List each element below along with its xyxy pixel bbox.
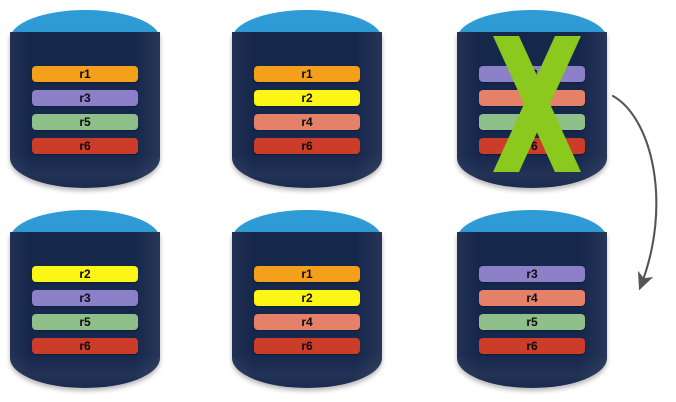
node-1[interactable]: Node 1 r1 r3 r5 r6 bbox=[10, 10, 160, 188]
record-bar[interactable]: r4 bbox=[479, 290, 585, 306]
node-1-body bbox=[10, 32, 160, 188]
record-bar[interactable]: r1 bbox=[254, 66, 360, 82]
record-bar[interactable]: r5 bbox=[479, 114, 585, 130]
node-4[interactable]: Node 4 r2 r3 r5 r6 bbox=[10, 210, 160, 388]
node-2-records: r1 r2 r4 r6 bbox=[254, 66, 360, 162]
record-bar[interactable]: r6 bbox=[254, 138, 360, 154]
node-5[interactable]: Node 5 r1 r2 r4 r6 bbox=[232, 210, 382, 388]
record-bar[interactable]: r3 bbox=[32, 290, 138, 306]
node-5-records: r1 r2 r4 r6 bbox=[254, 266, 360, 362]
record-bar[interactable]: r5 bbox=[479, 314, 585, 330]
record-bar[interactable]: r6 bbox=[479, 138, 585, 154]
node-3[interactable]: Node 3 r3 r4 r5 r6 bbox=[457, 10, 607, 188]
record-bar[interactable]: r3 bbox=[479, 66, 585, 82]
node-2[interactable]: Node 2 r1 r2 r4 r6 bbox=[232, 10, 382, 188]
node-1-records: r1 r3 r5 r6 bbox=[32, 66, 138, 162]
arrow-path bbox=[611, 94, 658, 291]
record-bar[interactable]: r2 bbox=[32, 266, 138, 282]
record-bar[interactable]: r4 bbox=[254, 114, 360, 130]
node-6-body bbox=[457, 232, 607, 388]
record-bar[interactable]: r2 bbox=[254, 90, 360, 106]
record-bar[interactable]: r1 bbox=[254, 266, 360, 282]
node-4-records: r2 r3 r5 r6 bbox=[32, 266, 138, 362]
record-bar[interactable]: r4 bbox=[479, 90, 585, 106]
record-bar[interactable]: r6 bbox=[32, 338, 138, 354]
node-3-records: r3 r4 r5 r6 bbox=[479, 66, 585, 162]
record-bar[interactable]: r1 bbox=[32, 66, 138, 82]
node-4-body bbox=[10, 232, 160, 388]
node-6[interactable]: Node 6 r3 r4 r5 r6 bbox=[457, 210, 607, 388]
record-bar[interactable]: r2 bbox=[254, 290, 360, 306]
node-6-records: r3 r4 r5 r6 bbox=[479, 266, 585, 362]
record-bar[interactable]: r3 bbox=[479, 266, 585, 282]
record-bar[interactable]: r5 bbox=[32, 114, 138, 130]
record-bar[interactable]: r3 bbox=[32, 90, 138, 106]
record-bar[interactable]: r5 bbox=[32, 314, 138, 330]
record-bar[interactable]: r4 bbox=[254, 314, 360, 330]
record-bar[interactable]: r6 bbox=[479, 338, 585, 354]
record-bar[interactable]: r6 bbox=[254, 338, 360, 354]
record-bar[interactable]: r6 bbox=[32, 138, 138, 154]
